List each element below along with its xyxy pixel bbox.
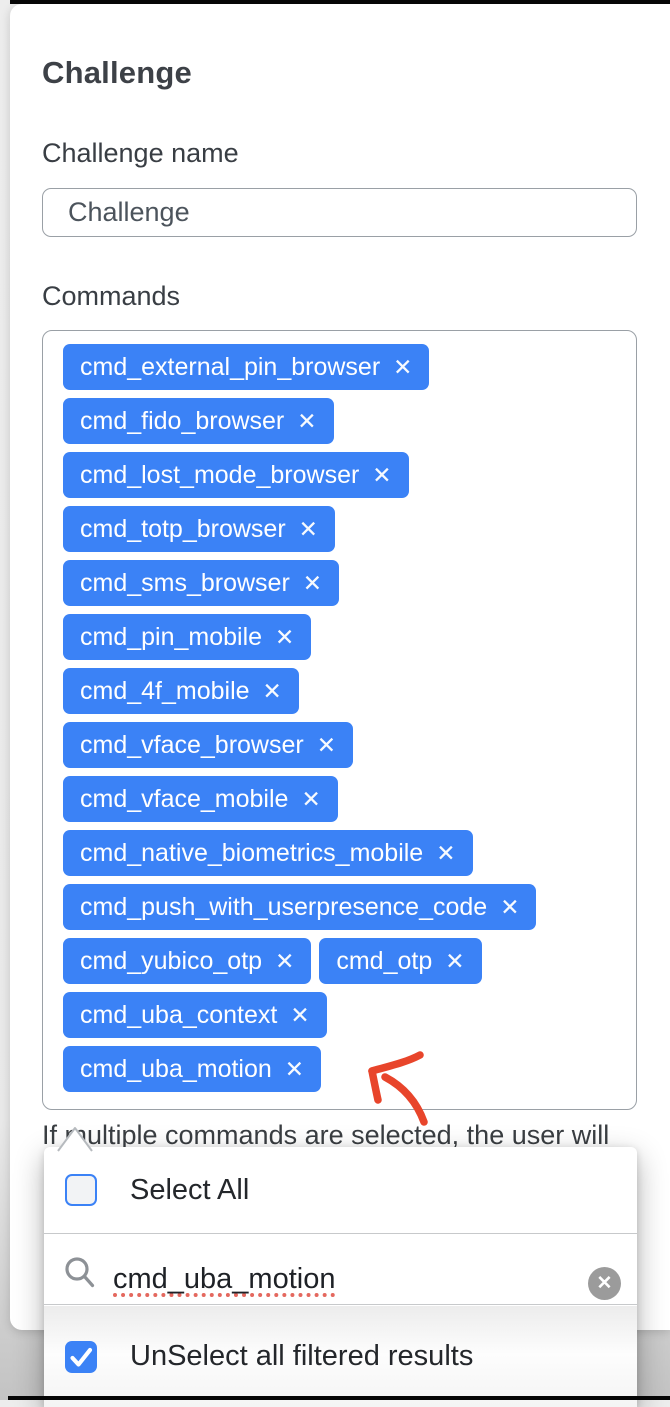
chip-row: cmd_totp_browser ✕ <box>63 506 616 552</box>
page-title: Challenge <box>42 54 192 90</box>
chip-remove-icon[interactable]: ✕ <box>436 839 456 866</box>
command-chip[interactable]: cmd_uba_context ✕ <box>63 992 327 1038</box>
chip-remove-icon[interactable]: ✕ <box>275 947 295 974</box>
chip-remove-icon[interactable]: ✕ <box>298 515 318 542</box>
chip-row: cmd_vface_mobile ✕ <box>63 776 616 822</box>
chip-row: cmd_uba_context ✕ <box>63 992 616 1038</box>
chip-remove-icon[interactable]: ✕ <box>302 569 323 596</box>
chip-remove-icon[interactable]: ✕ <box>393 353 413 380</box>
chip-label: cmd_otp <box>336 946 433 975</box>
commands-multiselect[interactable]: cmd_external_pin_browser ✕ cmd_fido_brows… <box>42 330 637 1110</box>
chip-label: cmd_fido_browser <box>80 406 285 435</box>
chip-remove-icon[interactable]: ✕ <box>284 1055 305 1082</box>
command-chip[interactable]: cmd_yubico_otp ✕ <box>63 938 312 984</box>
chip-label: cmd_vface_browser <box>80 730 304 759</box>
dropdown-search-field[interactable]: cmd_uba_motion ✕ <box>44 1236 637 1305</box>
command-chip[interactable]: cmd_sms_browser ✕ <box>63 560 340 606</box>
select-all-label: Select All <box>130 1173 250 1206</box>
chip-row: cmd_pin_mobile ✕ <box>63 614 616 660</box>
command-chip[interactable]: cmd_lost_mode_browser ✕ <box>63 452 409 498</box>
chip-row: cmd_lost_mode_browser ✕ <box>63 452 616 498</box>
chip-label: cmd_external_pin_browser <box>80 352 381 381</box>
challenge-name-label: Challenge name <box>42 138 239 168</box>
command-chip[interactable]: cmd_totp_browser ✕ <box>63 506 335 552</box>
search-input-value[interactable]: cmd_uba_motion <box>113 1262 336 1295</box>
chip-row: cmd_fido_browser ✕ <box>63 398 616 444</box>
chip-label: cmd_vface_mobile <box>80 784 289 813</box>
clear-search-button[interactable]: ✕ <box>588 1266 621 1300</box>
chip-label: cmd_uba_motion <box>80 1054 272 1083</box>
window-top-edge <box>10 0 670 4</box>
chip-row: cmd_external_pin_browser ✕ <box>63 344 616 390</box>
command-chip[interactable]: cmd_push_with_userpresence_code ✕ <box>63 884 537 930</box>
chip-label: cmd_sms_browser <box>80 568 290 597</box>
chip-remove-icon[interactable]: ✕ <box>301 785 321 812</box>
chip-label: cmd_totp_browser <box>80 514 286 543</box>
chip-remove-icon[interactable]: ✕ <box>316 731 336 758</box>
clear-icon: ✕ <box>596 1272 613 1294</box>
chip-remove-icon[interactable]: ✕ <box>500 893 520 920</box>
chip-row: cmd_uba_motion ✕ <box>63 1046 616 1092</box>
chip-label: cmd_lost_mode_browser <box>80 460 360 489</box>
chip-row: cmd_vface_browser ✕ <box>63 722 616 768</box>
challenge-name-value: Challenge <box>68 197 190 227</box>
chip-remove-icon[interactable]: ✕ <box>290 1001 310 1028</box>
chip-label: cmd_4f_mobile <box>80 676 250 705</box>
chip-label: cmd_uba_context <box>80 1000 278 1029</box>
chip-label: cmd_native_biometrics_mobile <box>80 838 424 867</box>
command-chip[interactable]: cmd_fido_browser ✕ <box>63 398 334 444</box>
command-chip[interactable]: cmd_pin_mobile ✕ <box>63 614 312 660</box>
chip-label: cmd_push_with_userpresence_code <box>80 892 488 921</box>
search-icon <box>63 1255 97 1296</box>
commands-dropdown-panel: Select All cmd_uba_motion ✕ UnSelect all… <box>44 1147 637 1407</box>
command-chip[interactable]: cmd_external_pin_browser ✕ <box>63 344 430 390</box>
chip-label: cmd_pin_mobile <box>80 622 263 651</box>
select-all-option[interactable]: Select All <box>44 1147 637 1234</box>
commands-helper-text: If multiple commands are selected, the u… <box>42 1120 610 1150</box>
chip-row: cmd_sms_browser ✕ <box>63 560 616 606</box>
chip-label: cmd_yubico_otp <box>80 946 263 975</box>
command-chip[interactable]: cmd_4f_mobile ✕ <box>63 668 299 714</box>
command-chip[interactable]: cmd_vface_browser ✕ <box>63 722 353 768</box>
challenge-name-input[interactable]: Challenge <box>42 188 637 237</box>
chip-remove-icon[interactable]: ✕ <box>275 623 295 650</box>
chip-remove-icon[interactable]: ✕ <box>445 947 465 974</box>
unselect-filtered-option[interactable]: UnSelect all filtered results <box>44 1306 637 1407</box>
chip-remove-icon[interactable]: ✕ <box>372 461 392 488</box>
unselect-filtered-label: UnSelect all filtered results <box>130 1340 474 1372</box>
chip-row: cmd_push_with_userpresence_code ✕ <box>63 884 616 930</box>
chip-remove-icon[interactable]: ✕ <box>262 677 282 704</box>
window-bottom-edge <box>8 1396 670 1400</box>
chip-row: cmd_4f_mobile ✕ <box>63 668 616 714</box>
command-chip[interactable]: cmd_native_biometrics_mobile ✕ <box>63 830 473 876</box>
command-chip[interactable]: cmd_vface_mobile ✕ <box>63 776 338 822</box>
command-chip[interactable]: cmd_uba_motion ✕ <box>63 1046 322 1092</box>
unselect-filtered-checkbox[interactable] <box>65 1340 97 1373</box>
chip-remove-icon[interactable]: ✕ <box>297 407 317 434</box>
chip-row: cmd_native_biometrics_mobile ✕ <box>63 830 616 876</box>
checkmark-icon <box>70 1347 93 1367</box>
chip-row: cmd_yubico_otp ✕ cmd_otp ✕ <box>63 938 616 984</box>
select-all-checkbox[interactable] <box>65 1174 97 1206</box>
commands-label: Commands <box>42 281 181 311</box>
command-chip[interactable]: cmd_otp ✕ <box>319 938 482 984</box>
